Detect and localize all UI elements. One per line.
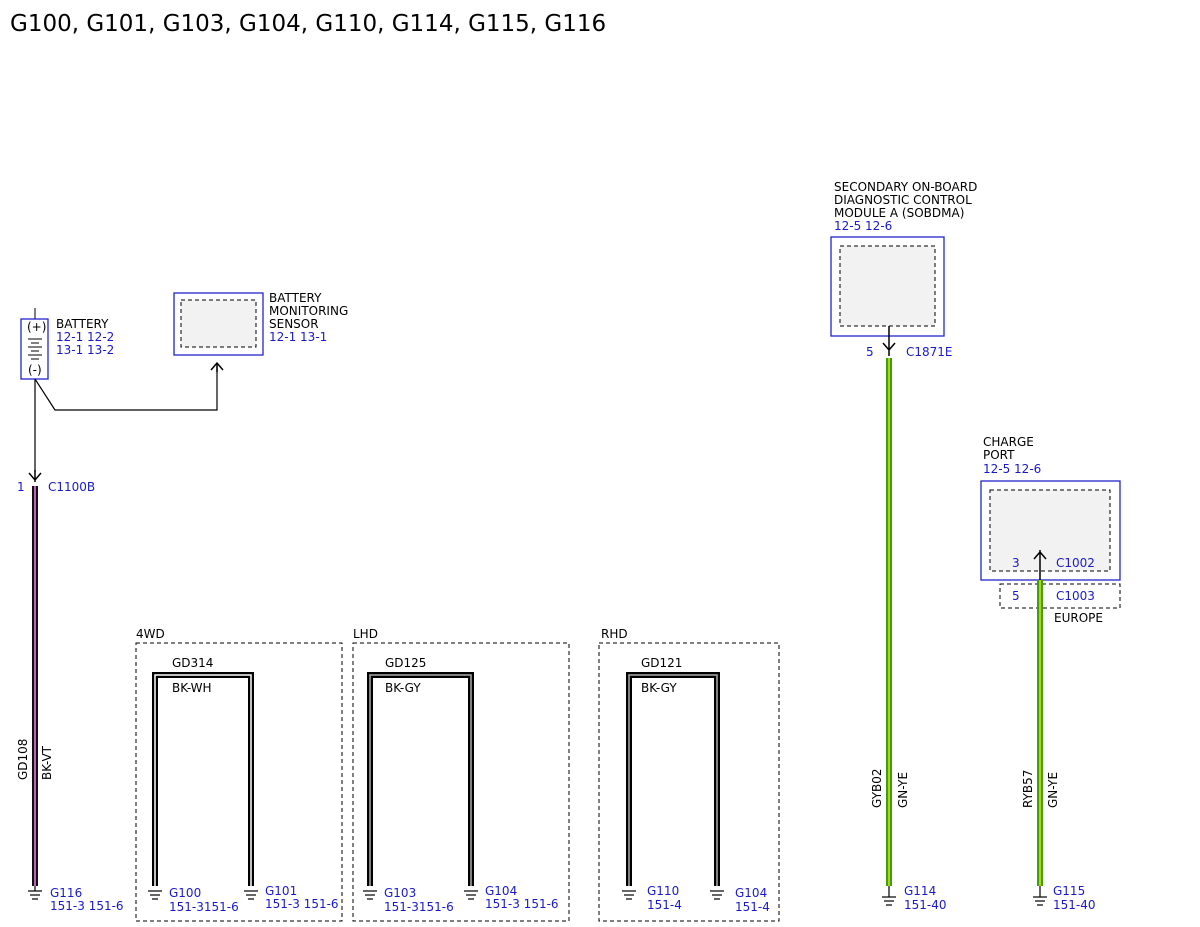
sensor-name-3: SENSOR	[269, 317, 319, 331]
ryb57-wire[interactable]	[1037, 580, 1043, 886]
battery-refs-2[interactable]: 13-1 13-2	[56, 343, 114, 357]
g103-ground-icon	[363, 890, 377, 900]
sensor-refs[interactable]: 12-1 13-1	[269, 330, 327, 344]
c1871e-connector[interactable]: C1871E	[906, 345, 953, 359]
gd121-color: BK-GY	[641, 681, 677, 695]
box-4wd-label: 4WD	[136, 627, 165, 641]
c1003-inline-connector[interactable]	[999, 583, 1121, 609]
box-lhd-label: LHD	[353, 627, 378, 641]
c1002-pin: 3	[1012, 556, 1020, 570]
g104-label-rhd[interactable]: G104	[735, 886, 767, 900]
battery-cells-icon	[28, 338, 42, 360]
charge-port-module[interactable]	[980, 480, 1121, 581]
g104-refs-lhd[interactable]: 151-3 151-6	[485, 897, 559, 911]
page-title: G100, G101, G103, G104, G110, G114, G115…	[10, 11, 606, 37]
gd121-circuit: GD121	[641, 656, 682, 670]
gyb02-circuit: GYB02	[870, 768, 884, 808]
c1002-connector-icon	[1033, 550, 1047, 584]
c1100b-pin: 1	[17, 480, 25, 494]
ryb57-circuit: RYB57	[1021, 770, 1035, 808]
battery-monitoring-sensor[interactable]	[173, 292, 264, 356]
g104-ground-icon-rhd	[710, 890, 724, 900]
c1100b-connector-icon	[28, 470, 42, 482]
gd121-wire[interactable]	[626, 672, 720, 886]
g103-refs[interactable]: 151-3151-6	[384, 900, 454, 914]
charge-port-name-1: CHARGE	[983, 435, 1034, 449]
g104-label-lhd[interactable]: G104	[485, 884, 517, 898]
box-rhd-label: RHD	[601, 627, 628, 641]
gd108-circuit: GD108	[16, 739, 30, 780]
europe-option-label: EUROPE	[1054, 611, 1103, 625]
g110-ground-icon	[622, 890, 636, 900]
c1100b-connector[interactable]: C1100B	[48, 480, 95, 494]
g116-label[interactable]: G116	[50, 886, 82, 900]
sobdma-name-1: SECONDARY ON-BOARD	[834, 180, 977, 194]
gd125-color: BK-GY	[385, 681, 421, 695]
box-lhd	[352, 642, 570, 922]
g116-ground-icon	[28, 886, 42, 900]
charge-port-name-2: PORT	[983, 448, 1015, 462]
g114-ground-icon	[882, 886, 896, 906]
battery-name: BATTERY	[56, 317, 109, 331]
c1002-connector[interactable]: C1002	[1056, 556, 1095, 570]
battery[interactable]: (+) (-)	[20, 308, 49, 380]
g103-label[interactable]: G103	[384, 886, 416, 900]
g110-refs[interactable]: 151-4	[647, 898, 682, 912]
sobdma-refs[interactable]: 12-5 12-6	[834, 219, 892, 233]
g115-label[interactable]: G115	[1053, 884, 1085, 898]
c1871e-pin: 5	[866, 345, 874, 359]
box-4wd	[135, 642, 343, 922]
g116-refs[interactable]: 151-3 151-6	[50, 899, 124, 913]
c1003-pin: 5	[1012, 589, 1020, 603]
g115-ground-icon	[1033, 886, 1047, 906]
battery-minus-label: (-)	[28, 363, 42, 377]
box-rhd	[598, 642, 780, 922]
g104-refs-rhd[interactable]: 151-4	[735, 900, 770, 914]
sensor-name-1: BATTERY	[269, 291, 322, 305]
sobdma-module[interactable]	[830, 236, 945, 337]
sobdma-name-2: DIAGNOSTIC CONTROL	[834, 193, 972, 207]
battery-refs-1[interactable]: 12-1 12-2	[56, 330, 114, 344]
g101-refs[interactable]: 151-3 151-6	[265, 897, 339, 911]
sensor-name-2: MONITORING	[269, 304, 348, 318]
g101-ground-icon	[244, 890, 258, 900]
battery-sensor-wire	[34, 366, 218, 411]
g100-refs[interactable]: 151-3151-6	[169, 900, 239, 914]
gd314-wire[interactable]	[152, 672, 254, 886]
c1871e-connector-icon	[882, 326, 896, 356]
gd125-circuit: GD125	[385, 656, 426, 670]
gyb02-wire[interactable]	[886, 358, 892, 886]
g101-label[interactable]: G101	[265, 884, 297, 898]
g115-refs[interactable]: 151-40	[1053, 898, 1096, 912]
charge-port-refs[interactable]: 12-5 12-6	[983, 462, 1041, 476]
gd314-color: BK-WH	[172, 681, 212, 695]
gd108-color: BK-VT	[40, 745, 54, 780]
gd125-wire[interactable]	[367, 672, 474, 886]
c1003-connector[interactable]: C1003	[1056, 589, 1095, 603]
g100-ground-icon	[148, 890, 162, 900]
sensor-connector-icon	[210, 361, 224, 372]
g104-ground-icon-lhd	[464, 890, 478, 900]
g110-label[interactable]: G110	[647, 884, 679, 898]
gd314-circuit: GD314	[172, 656, 213, 670]
g100-label[interactable]: G100	[169, 886, 201, 900]
battery-plus-label: (+)	[27, 320, 46, 334]
sobdma-name-3: MODULE A (SOBDMA)	[834, 206, 964, 220]
gyb02-color: GN-YE	[896, 772, 910, 808]
g114-label[interactable]: G114	[904, 884, 936, 898]
gd108-wire[interactable]	[32, 486, 38, 886]
g114-refs[interactable]: 151-40	[904, 898, 947, 912]
ryb57-color: GN-YE	[1046, 772, 1060, 808]
